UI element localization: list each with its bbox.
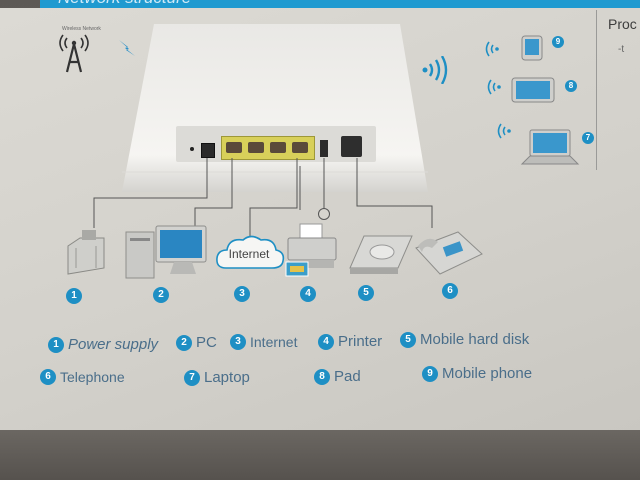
legend-item-pc: 2 PC	[176, 334, 217, 351]
legend-item-laptop: 7 Laptop	[184, 369, 250, 386]
laptop-number-badge: 7	[582, 132, 594, 144]
printer-icon	[285, 223, 337, 277]
power-supply-number-badge: 1	[66, 288, 82, 304]
router-phone-port	[341, 136, 362, 157]
legend-number-badge: 7	[184, 369, 200, 386]
mobile-hard-disk-number-badge: 5	[358, 285, 374, 301]
router-lan-port-2	[248, 142, 264, 153]
legend-label: Mobile hard disk	[420, 331, 530, 348]
legend-item-printer: 4 Printer	[318, 333, 382, 350]
legend-item-mobile-phone: 9 Mobile phone	[422, 365, 532, 382]
legend-number-badge: 3	[230, 334, 246, 350]
mobile-hard-disk-icon	[349, 235, 413, 274]
wireless-network-label: Wireless Network	[62, 26, 101, 32]
pad-wifi-icon	[487, 79, 501, 95]
header-title: Network structure	[58, 0, 191, 8]
legend-number-badge: 9	[422, 365, 438, 382]
telephone-icon	[415, 231, 483, 275]
legend-number-badge: 4	[318, 333, 334, 350]
router-power-port	[201, 143, 215, 158]
pc-number-badge: 2	[153, 287, 169, 303]
legend-item-telephone: 6 Telephone	[40, 369, 125, 385]
laptop-icon	[520, 129, 580, 165]
power-supply-icon	[67, 230, 105, 275]
legend-item-internet: 3 Internet	[230, 334, 297, 350]
router-lan-port-4	[292, 142, 308, 153]
pad-icon	[511, 77, 555, 103]
router-wifi-signal-icon	[422, 56, 448, 84]
mobile-phone-number-badge: 9	[552, 36, 564, 48]
mobile-phone-wifi-icon	[485, 41, 499, 57]
legend-label: Power supply	[68, 336, 159, 353]
router-usb-port	[320, 140, 328, 157]
legend-item-mobile-hard-disk: 5 Mobile hard disk	[400, 331, 529, 348]
side-divider	[596, 10, 597, 170]
legend-number-badge: 6	[40, 369, 56, 385]
internet-cloud-icon	[216, 235, 285, 269]
legend-label: Telephone	[60, 369, 125, 385]
legend-number-badge: 5	[400, 331, 416, 348]
legend-item-power-supply: 1 Power supply	[48, 336, 158, 353]
internet-number-badge: 3	[234, 286, 250, 302]
legend-number-badge: 1	[48, 336, 64, 353]
photo-bottom-shadow	[0, 430, 640, 480]
legend-label: Mobile phone	[442, 365, 533, 382]
pc-icon	[125, 225, 207, 279]
telephone-number-badge: 6	[442, 283, 458, 299]
usb-connector-icon	[318, 208, 330, 220]
router-reset-hole	[190, 147, 194, 151]
legend-label: Printer	[338, 333, 383, 350]
legend-label: Internet	[250, 334, 298, 350]
legend-label: Laptop	[204, 369, 250, 386]
side-panel-title: Proc	[608, 16, 637, 32]
cell-tower-icon	[59, 34, 89, 73]
router-lan-port-1	[226, 142, 242, 153]
mobile-phone-icon	[521, 35, 543, 61]
legend-label: Pad	[334, 368, 361, 385]
legend-number-badge: 8	[314, 368, 330, 385]
laptop-wifi-icon	[497, 123, 511, 139]
legend-number-badge: 2	[176, 334, 192, 351]
header-band	[40, 0, 640, 8]
legend-item-pad: 8 Pad	[314, 368, 361, 385]
pad-number-badge: 8	[565, 80, 577, 92]
internet-cloud-label: Internet	[228, 247, 270, 261]
router-lan-port-3	[270, 142, 286, 153]
printer-number-badge: 4	[300, 286, 316, 302]
legend-label: PC	[196, 334, 217, 351]
side-panel-fragment: -t	[618, 44, 625, 55]
lightning-signal-icon	[119, 40, 135, 56]
